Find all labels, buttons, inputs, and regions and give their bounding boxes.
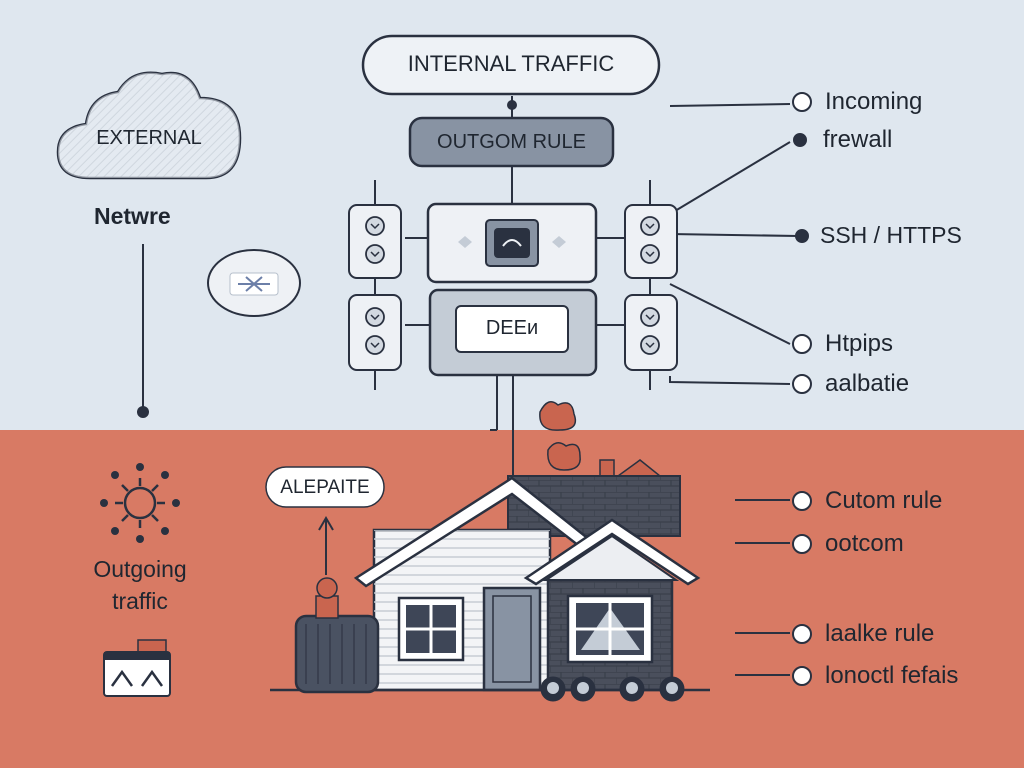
outgoing-traffic-line1: Outgoing xyxy=(93,556,187,582)
alert-tag xyxy=(265,466,385,508)
outgoing-traffic-line2: traffic xyxy=(112,588,168,614)
alert-tag-label: ALEPAITE xyxy=(280,477,370,498)
legend-label: ootcom xyxy=(825,530,904,557)
sun-gear-icon xyxy=(115,478,165,528)
legend-label: aalbatie xyxy=(825,370,910,397)
cloud-icon xyxy=(56,71,242,180)
connector-lines xyxy=(142,96,799,676)
outgoing-rule-label: OUTGOM RULE xyxy=(437,131,586,153)
network-label: Netwre xyxy=(94,203,171,229)
internal-traffic-label: INTERNAL TRAFFIC xyxy=(407,51,615,76)
junction-dot xyxy=(137,406,149,418)
legend-label: Htpips xyxy=(825,330,894,357)
legend-label: SSH / HTTPS xyxy=(820,222,962,248)
device-panel xyxy=(428,288,598,377)
legend-label: frewall xyxy=(823,126,893,153)
internal-traffic-pill xyxy=(361,34,661,96)
legend-label: Incoming xyxy=(825,88,923,115)
switch-buttons xyxy=(365,216,660,355)
device-screen-label: DEEᴎ xyxy=(485,317,539,339)
outgoing-rule-box xyxy=(408,116,615,168)
external-label: EXTERNAL xyxy=(96,127,202,149)
fan-unit-icon xyxy=(103,639,171,697)
side-switches xyxy=(348,204,678,371)
junction-dot xyxy=(507,100,517,110)
legend-markers xyxy=(792,92,812,686)
router-icon xyxy=(426,202,598,284)
gear-ring-dots xyxy=(100,463,180,543)
ac-unit-icon xyxy=(294,577,380,694)
legend-label: laalke rule xyxy=(825,620,935,647)
decor-shapes xyxy=(539,401,663,479)
network-hub-icon xyxy=(207,249,301,317)
legend-label: Cutom rule xyxy=(825,487,943,514)
legend-label: lonoctl fefais xyxy=(825,662,959,689)
